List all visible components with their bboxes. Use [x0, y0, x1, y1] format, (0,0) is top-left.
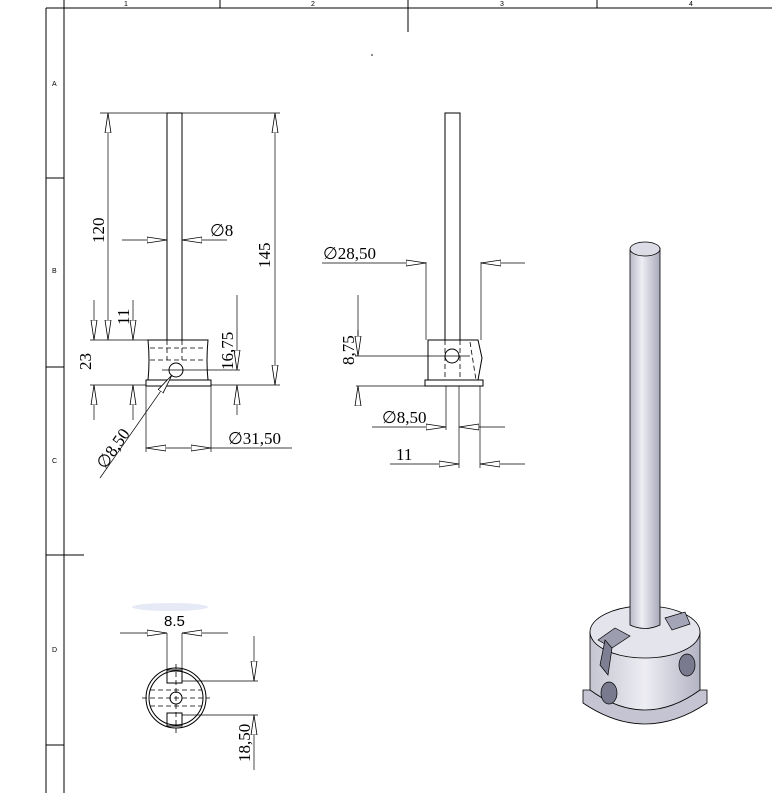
dim-23: 23 [76, 353, 95, 370]
dim-top-slot: 8.5 [164, 613, 185, 630]
front-view: 120 145 ∅8 11 23 16,75 ∅8,50 ∅31,50 [76, 112, 292, 479]
dim-18-50: 18,50 [235, 724, 254, 762]
dim-11: 11 [114, 309, 133, 325]
dim-side-hole-diameter: ∅8,50 [382, 408, 427, 427]
dim-head-diameter: ∅31,50 [228, 429, 281, 448]
zone-col-2: 2 [311, 1, 315, 8]
top-view: 8.5 18,50 [120, 603, 258, 770]
dim-body-diameter: ∅28,50 [323, 244, 376, 263]
zone-col-4: 4 [689, 1, 693, 8]
dim-hole-diameter: ∅8,50 [93, 425, 134, 472]
dim-8-75: 8,75 [339, 335, 358, 365]
zone-col-1: 1 [124, 1, 128, 8]
zone-row-b: B [52, 268, 57, 275]
dim-slot-width: 11 [396, 445, 412, 464]
zone-row-c: C [52, 458, 57, 465]
zone-row-d: D [52, 647, 57, 654]
zone-row-a: A [52, 81, 57, 88]
side-view: ∅28,50 8,75 ∅8,50 11 [322, 112, 525, 468]
isometric-view [582, 241, 708, 725]
dim-16-75: 16,75 [218, 332, 237, 370]
zone-col-3: 3 [500, 1, 504, 8]
dim-rod-diameter: ∅8 [210, 221, 233, 240]
sheet-frame: 1 2 3 4 A B C D [45, 0, 772, 793]
dim-145: 145 [255, 243, 274, 269]
dim-120: 120 [89, 218, 108, 244]
